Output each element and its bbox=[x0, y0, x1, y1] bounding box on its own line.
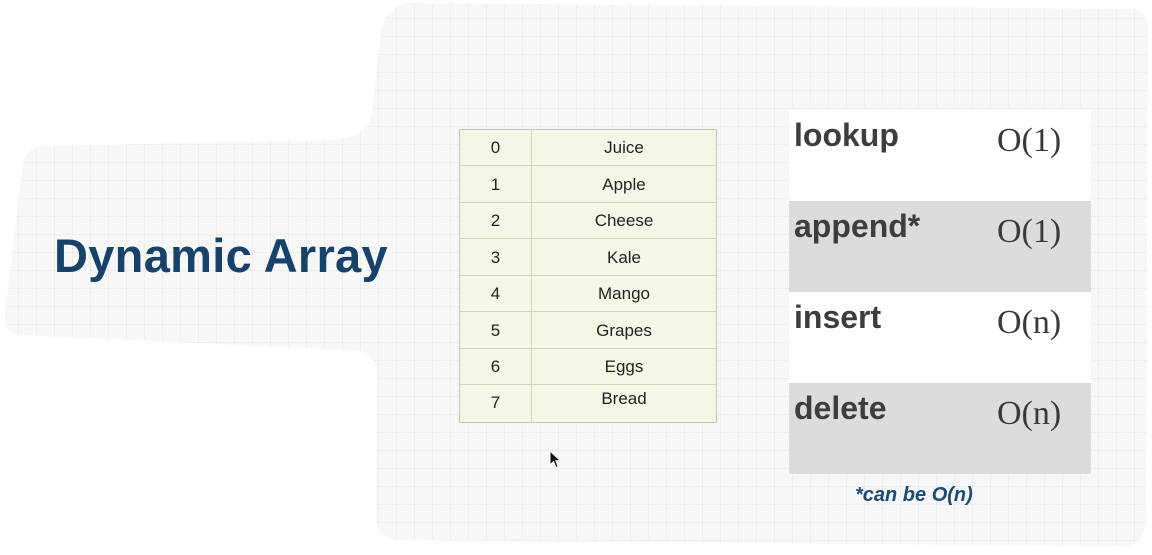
array-index: 4 bbox=[490, 284, 501, 303]
operation-label: insert bbox=[794, 299, 882, 335]
array-table: 0 Juice 1 Apple 2 Cheese 3 Kale 4 Mango … bbox=[459, 129, 717, 423]
table-row: 6 Eggs bbox=[460, 349, 716, 385]
table-row: 7 Bread bbox=[460, 385, 716, 421]
footnote: *can be O(n) bbox=[855, 484, 973, 506]
operation-label: lookup bbox=[794, 117, 899, 153]
array-index: 0 bbox=[490, 138, 501, 157]
complexity-label: O(n) bbox=[997, 304, 1062, 341]
complexity-label: O(1) bbox=[997, 213, 1062, 250]
complexity-label: O(n) bbox=[997, 395, 1062, 432]
table-row: 2 Cheese bbox=[460, 203, 716, 239]
array-value: Cheese bbox=[594, 211, 654, 230]
mouse-pointer-icon bbox=[549, 450, 562, 469]
array-index: 2 bbox=[490, 211, 501, 230]
operation-label: append* bbox=[794, 208, 921, 244]
array-value: Mango bbox=[598, 284, 650, 303]
array-value: Eggs bbox=[604, 357, 644, 376]
array-index: 6 bbox=[490, 357, 501, 376]
table-row: 4 Mango bbox=[460, 276, 716, 312]
array-index: 7 bbox=[490, 393, 501, 412]
complexity-row-insert: insert O(n) bbox=[789, 292, 1091, 383]
complexity-row-delete: delete O(n) bbox=[789, 383, 1091, 474]
complexity-label: O(1) bbox=[997, 122, 1062, 159]
complexity-row-lookup: lookup O(1) bbox=[789, 110, 1091, 201]
table-row: 5 Grapes bbox=[460, 313, 716, 349]
index-column-divider bbox=[531, 130, 532, 422]
array-index: 1 bbox=[490, 174, 501, 194]
page-title: Dynamic Array bbox=[54, 229, 388, 282]
array-index: 5 bbox=[490, 320, 501, 340]
array-value: Bread bbox=[601, 389, 647, 408]
table-row: 1 Apple bbox=[460, 167, 716, 203]
array-value: Apple bbox=[602, 174, 646, 194]
array-value: Kale bbox=[606, 247, 642, 267]
operation-label: delete bbox=[794, 390, 887, 426]
complexity-row-append: append* O(1) bbox=[789, 201, 1091, 292]
table-row: 3 Kale bbox=[460, 240, 716, 276]
array-value: Juice bbox=[604, 138, 644, 157]
array-index: 3 bbox=[490, 247, 501, 267]
array-value: Grapes bbox=[596, 320, 652, 340]
table-row: 0 Juice bbox=[460, 130, 716, 166]
